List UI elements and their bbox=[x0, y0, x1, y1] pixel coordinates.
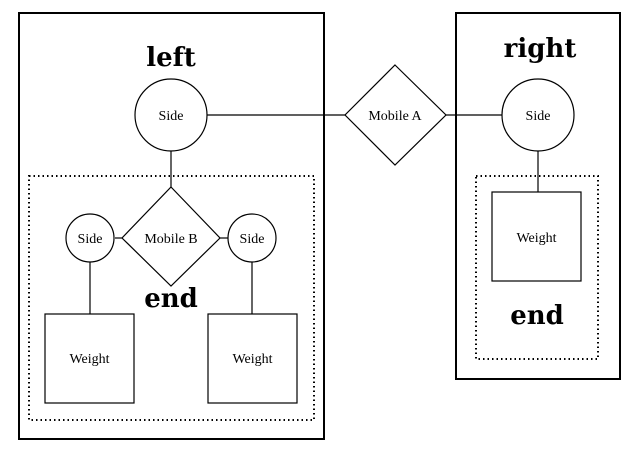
left-end-container bbox=[28, 175, 315, 421]
left-title: left bbox=[146, 43, 196, 73]
right-end-title: end bbox=[510, 301, 564, 331]
mobile-b-diamond bbox=[121, 186, 221, 287]
left-side-circle bbox=[134, 78, 208, 152]
mobile-a-diamond bbox=[344, 64, 447, 166]
inner-left-side-circle bbox=[65, 213, 115, 263]
mobile-b-label: Mobile B bbox=[144, 232, 197, 247]
right-side-circle bbox=[501, 78, 575, 152]
left-side-label: Side bbox=[159, 109, 184, 124]
left-weight-label: Weight bbox=[69, 352, 109, 367]
left-end-title: end bbox=[144, 284, 198, 314]
center-weight-box bbox=[207, 313, 298, 404]
right-weight-label: Weight bbox=[516, 231, 556, 246]
mobile-a-label: Mobile A bbox=[368, 109, 422, 124]
right-title: right bbox=[504, 34, 577, 64]
right-frame bbox=[455, 12, 621, 380]
inner-right-side-circle bbox=[227, 213, 277, 263]
inner-right-side-label: Side bbox=[240, 232, 265, 247]
right-end-container bbox=[475, 175, 599, 360]
left-frame bbox=[18, 12, 325, 440]
right-side-label: Side bbox=[526, 109, 551, 124]
left-weight-box bbox=[44, 313, 135, 404]
right-weight-box bbox=[491, 191, 582, 282]
inner-left-side-label: Side bbox=[78, 232, 103, 247]
center-weight-label: Weight bbox=[232, 352, 272, 367]
